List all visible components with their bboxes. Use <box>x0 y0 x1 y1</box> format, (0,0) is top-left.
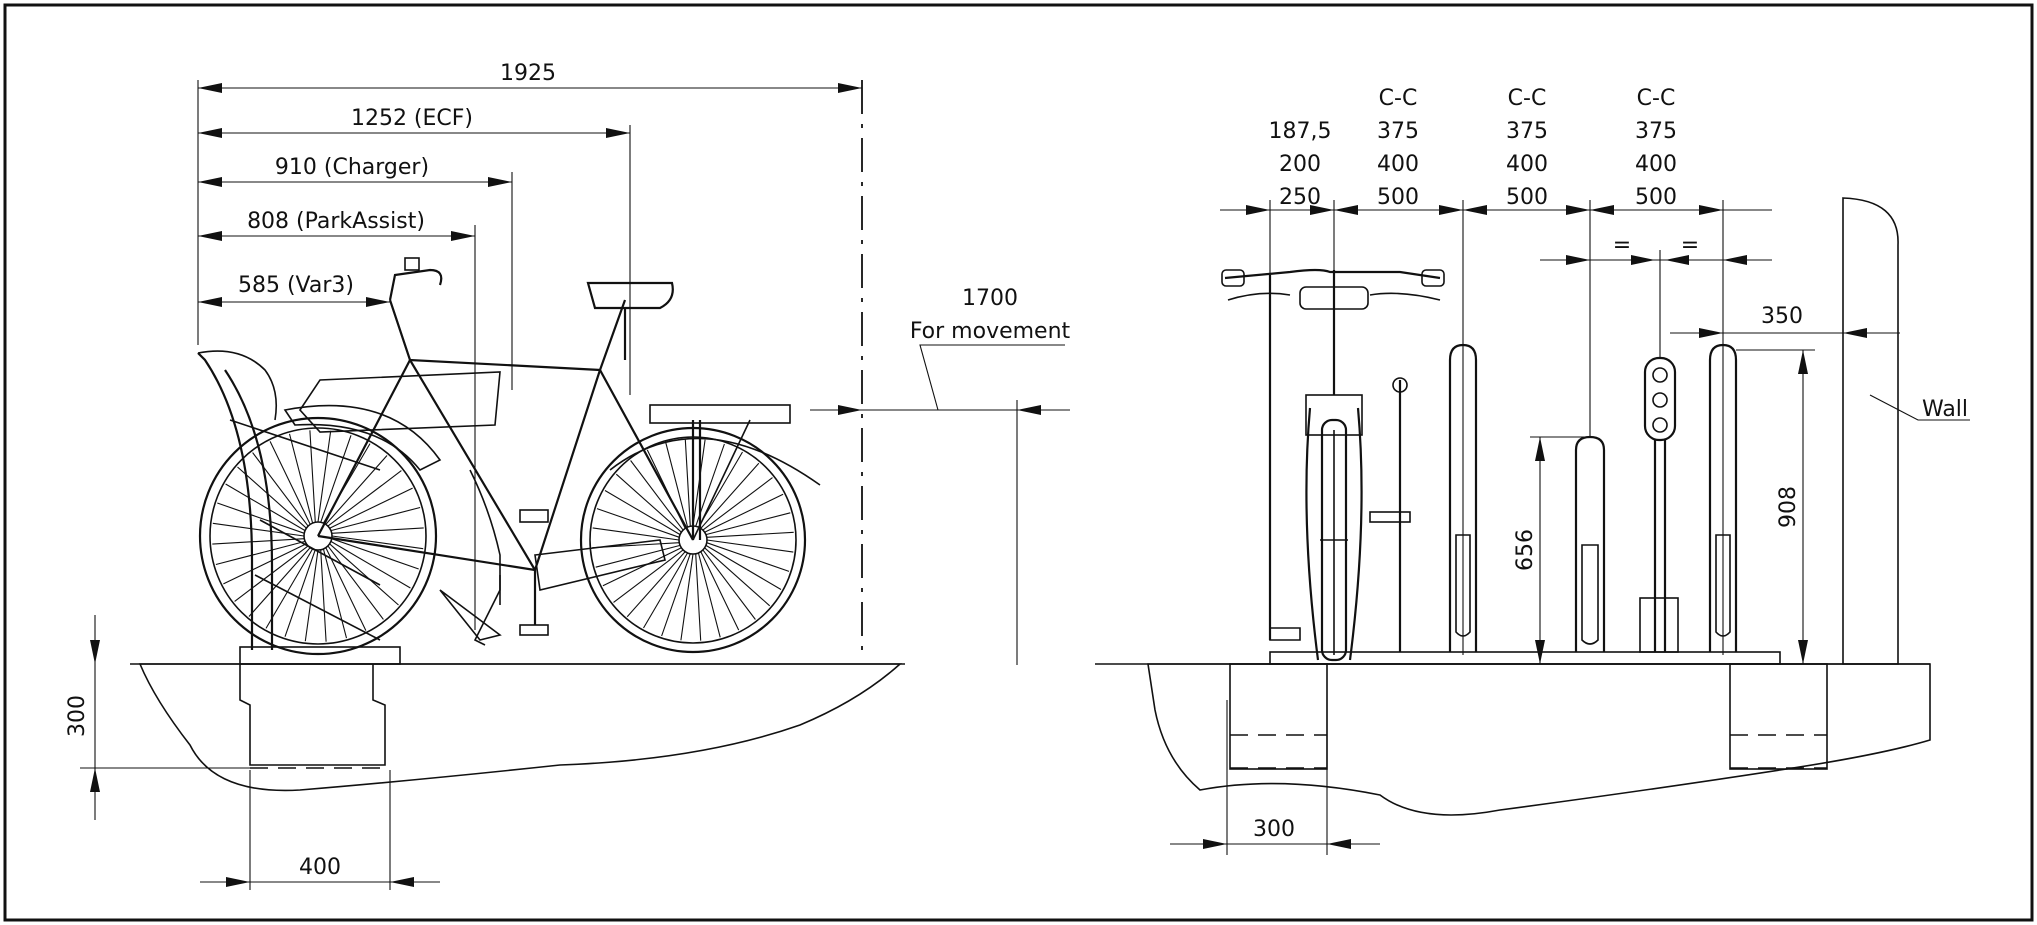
dim-footing: 300 <box>1253 817 1295 842</box>
cc-label-1: C-C <box>1379 86 1418 111</box>
wall <box>1842 197 1899 665</box>
dim-charger-label: 910 (Charger) <box>275 155 429 180</box>
bike-front <box>1221 268 1445 662</box>
rear-wheel <box>198 416 438 656</box>
dim-wall-offset: 350 <box>1761 304 1803 329</box>
dim-width-label: 400 <box>299 855 341 880</box>
spacing-1-a: 375 <box>1377 119 1419 144</box>
dim-var3-label: 585 (Var3) <box>238 273 354 298</box>
equal-right: = <box>1681 233 1699 258</box>
dim-movement-label: For movement <box>910 319 1071 344</box>
cc-label-2: C-C <box>1508 86 1547 111</box>
spacing-3-b: 400 <box>1635 152 1677 177</box>
front-view: C-C C-C C-C 187,5 200 250 375 400 500 37… <box>1095 86 1970 855</box>
spacing-3-c: 500 <box>1635 185 1677 210</box>
dim-parkassist-label: 808 (ParkAssist) <box>247 209 425 234</box>
soil-right <box>1147 663 1931 816</box>
bike-frame <box>283 257 821 646</box>
dim-total-label: 1925 <box>500 61 556 86</box>
soil-left <box>138 663 903 792</box>
dim-low-height: 656 <box>1513 529 1538 571</box>
spacing-2-b: 400 <box>1506 152 1548 177</box>
equal-left: = <box>1613 233 1631 258</box>
dim-depth-label: 300 <box>65 695 90 737</box>
drawing-border <box>3 3 2034 922</box>
dim-movement-value: 1700 <box>962 286 1018 311</box>
foundation-left <box>239 664 386 769</box>
wall-label: Wall <box>1922 397 1968 422</box>
foundation-right <box>1229 663 1828 770</box>
rack-posts <box>1369 343 1738 655</box>
spacing-3-a: 375 <box>1635 119 1677 144</box>
front-wheel <box>579 426 807 654</box>
cc-label-3: C-C <box>1637 86 1676 111</box>
dim-high-height: 908 <box>1776 486 1801 528</box>
spacing-2-c: 500 <box>1506 185 1548 210</box>
first-spacing-a: 187,5 <box>1269 119 1332 144</box>
rail-base <box>1269 651 1781 665</box>
front-dimensions <box>1170 200 1970 855</box>
spacing-1-b: 400 <box>1377 152 1419 177</box>
spacing-1-c: 500 <box>1377 185 1419 210</box>
rack-base <box>239 646 401 665</box>
dim-ecf-label: 1252 (ECF) <box>351 106 473 131</box>
first-spacing-c: 250 <box>1279 185 1321 210</box>
rack-hoop <box>197 352 254 650</box>
side-view: 1925 1252 (ECF) 910 (Charger) 808 (ParkA… <box>65 61 1071 890</box>
spacing-2-a: 375 <box>1506 119 1548 144</box>
side-dimensions <box>80 80 1070 890</box>
first-spacing-b: 200 <box>1279 152 1321 177</box>
